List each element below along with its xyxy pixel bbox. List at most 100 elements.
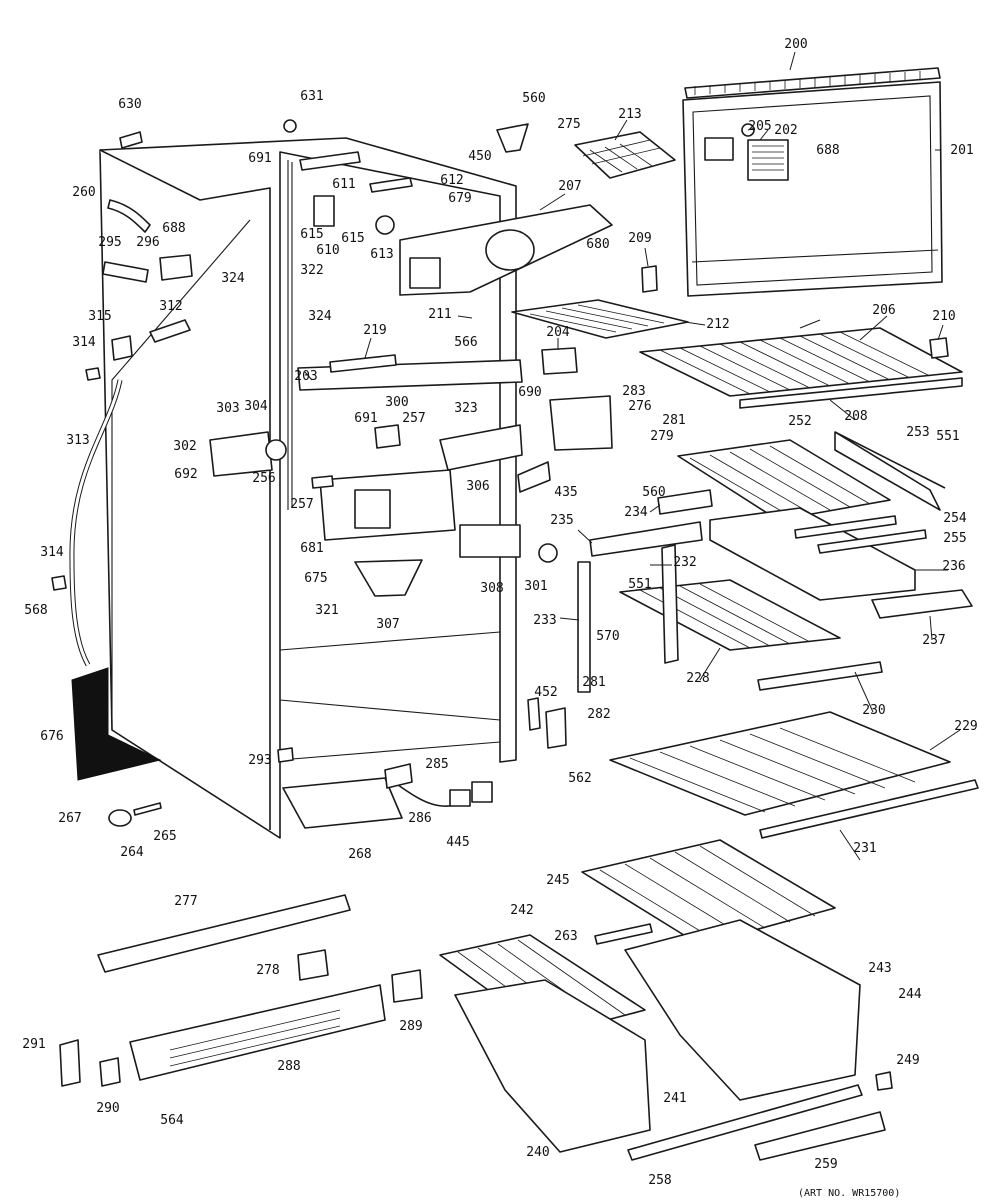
part-label-241: 241 <box>663 1091 686 1106</box>
part-label-276: 276 <box>628 399 651 414</box>
part-label-289: 289 <box>399 1019 422 1034</box>
part-label-570: 570 <box>596 629 619 644</box>
part-209 <box>641 265 658 293</box>
bracket-611 <box>299 151 361 171</box>
part-label-260: 260 <box>72 185 95 200</box>
part-254 <box>794 515 897 539</box>
part-label-263: 263 <box>554 929 577 944</box>
divider-rail <box>627 1084 863 1161</box>
connector-445b <box>471 781 493 803</box>
part-label-691: 691 <box>354 411 377 426</box>
part-label-288: 288 <box>277 1059 300 1074</box>
refrigerator-cabinet <box>99 137 517 839</box>
part-label-293: 293 <box>248 753 271 768</box>
part-631 <box>283 119 297 133</box>
part-label-315: 315 <box>88 309 111 324</box>
ice-tray <box>574 131 676 179</box>
evaporator-cover <box>399 204 613 296</box>
part-235 <box>589 521 703 557</box>
part-label-265: 265 <box>153 829 176 844</box>
part-label-560: 560 <box>642 485 665 500</box>
part-label-324: 324 <box>308 309 332 324</box>
part-label-611: 611 <box>332 177 355 192</box>
insulation-panel <box>71 667 162 781</box>
meat-pan-rail <box>834 431 941 511</box>
part-label-612: 612 <box>440 173 463 188</box>
part-260 <box>107 199 151 233</box>
part-label-296: 296 <box>136 235 159 250</box>
bracket-253 <box>834 431 946 489</box>
door-gasket-strip <box>684 67 941 99</box>
part-label-312: 312 <box>159 299 182 314</box>
part-label-613: 613 <box>370 247 393 262</box>
part-label-631: 631 <box>300 89 323 104</box>
part-291 <box>59 1039 81 1087</box>
part-630 <box>119 131 143 149</box>
part-label-207: 207 <box>558 179 581 194</box>
part-435 <box>517 461 551 493</box>
part-264 <box>108 809 132 827</box>
part-249 <box>875 1071 893 1091</box>
part-label-445: 445 <box>446 835 469 850</box>
part-label-688: 688 <box>816 143 839 158</box>
shelf-front-237 <box>871 589 973 619</box>
part-label-615: 615 <box>300 227 323 242</box>
part-293 <box>277 747 294 763</box>
grille-bracket <box>97 894 351 973</box>
part-label-452: 452 <box>534 685 557 700</box>
hinge-283 <box>549 395 613 451</box>
shelf-support-right <box>661 544 679 664</box>
part-label-295: 295 <box>98 235 121 250</box>
part-label-282: 282 <box>587 707 610 722</box>
part-label-256: 256 <box>252 471 275 486</box>
part-label-564: 564 <box>160 1113 184 1128</box>
part-label-231: 231 <box>853 841 876 856</box>
crisper-drawer-left <box>454 979 651 1153</box>
part-289 <box>391 969 423 1003</box>
part-label-286: 286 <box>408 811 431 826</box>
part-label-314: 314 <box>40 545 64 560</box>
part-label-322: 322 <box>300 263 323 278</box>
part-label-676: 676 <box>40 729 63 744</box>
part-label-257: 257 <box>290 497 313 512</box>
part-label-267: 267 <box>58 811 81 826</box>
crisper-drawer-right <box>624 919 861 1101</box>
part-label-275: 275 <box>557 117 580 132</box>
part-label-202: 202 <box>774 123 797 138</box>
connector-445 <box>449 789 471 807</box>
drain-pan-268 <box>282 777 403 829</box>
bracket-612 <box>369 177 413 193</box>
part-label-688: 688 <box>162 221 185 236</box>
part-label-268: 268 <box>348 847 371 862</box>
control-dial-302 <box>209 431 273 477</box>
art-number: (ART NO. WR15700) <box>798 1188 900 1199</box>
part-label-229: 229 <box>954 719 977 734</box>
part-234 <box>657 489 713 515</box>
part-label-679: 679 <box>448 191 471 206</box>
part-label-257: 257 <box>402 411 425 426</box>
part-label-314: 314 <box>72 335 96 350</box>
part-label-254: 254 <box>943 511 967 526</box>
callouts: 2002012022032042052062072082092102112122… <box>22 37 977 1188</box>
part-label-230: 230 <box>862 703 885 718</box>
part-296 <box>159 254 193 281</box>
part-290 <box>99 1057 121 1087</box>
part-278 <box>297 949 329 981</box>
shelf-trim <box>739 377 963 409</box>
part-312 <box>149 319 191 343</box>
part-label-321: 321 <box>315 603 338 618</box>
part-256 <box>311 475 334 489</box>
part-label-209: 209 <box>628 231 651 246</box>
hinge-282 <box>545 707 567 749</box>
part-300 <box>374 424 401 449</box>
part-label-212: 212 <box>706 317 729 332</box>
bracket-452 <box>527 697 541 731</box>
part-label-242: 242 <box>510 903 533 918</box>
part-label-245: 245 <box>546 873 569 888</box>
part-label-253: 253 <box>906 425 929 440</box>
drain-tube-inner <box>70 379 122 666</box>
part-label-211: 211 <box>428 307 451 322</box>
part-label-232: 232 <box>673 555 696 570</box>
part-label-306: 306 <box>466 479 489 494</box>
